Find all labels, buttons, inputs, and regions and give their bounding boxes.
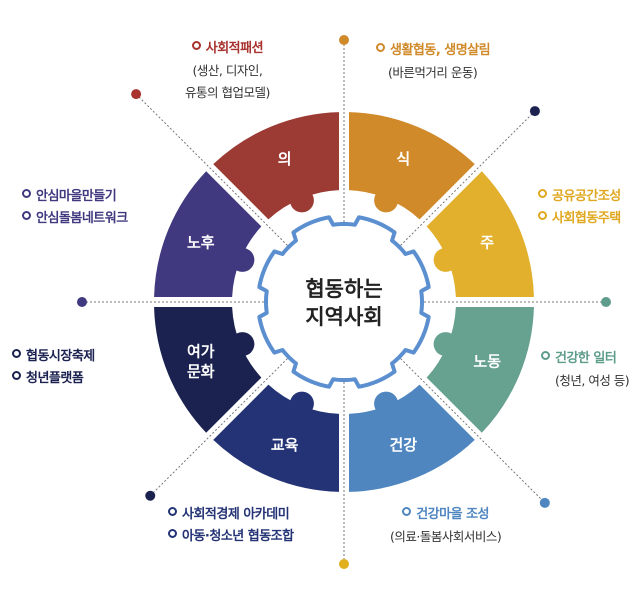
segment-label: 노동: [473, 352, 501, 370]
gear-tooth-bump: [230, 332, 255, 357]
bullet-icon: [12, 349, 21, 358]
connector-dot: [131, 89, 142, 100]
annotation-housing: 공유공간조성 사회협동주택: [538, 186, 621, 230]
segment-label: 식: [396, 150, 410, 168]
annotation-food: 생활협동, 생명살림 (바른먹거리 운동): [376, 40, 491, 84]
annotation-leisure: 협동시장축제 청년플랫폼: [12, 346, 95, 390]
gear-tooth-bump: [230, 247, 255, 272]
gear-tooth-bump: [289, 391, 314, 416]
gear-tooth-bump: [374, 391, 399, 416]
annotation-sub: (바른먹거리 운동): [388, 65, 478, 80]
segment-label: 노후: [187, 234, 215, 252]
annotation-item: 안심돌봄네트워크: [36, 211, 128, 226]
annotation-elderly: 안심마을만들기 안심돌봄네트워크: [22, 186, 128, 230]
annotation-clothing: 사회적패션 (생산, 디자인, 유통의 협업모델): [185, 38, 270, 104]
gear-tooth-bump: [433, 247, 458, 272]
connector-dot: [529, 106, 540, 117]
connector-dot: [77, 297, 87, 307]
connector-dot: [601, 297, 611, 307]
annotation-sub: 유통의 협업모델): [185, 85, 270, 100]
bullet-icon: [538, 211, 547, 220]
dashed-connector: [343, 301, 546, 504]
annotation-sub: (생산, 디자인,: [192, 63, 263, 78]
connector-dot: [539, 497, 550, 508]
segment-label: 교육: [271, 436, 299, 454]
annotation-title: 건강마을 조성: [416, 507, 490, 522]
annotation-sub: (청년, 여성 등): [555, 373, 630, 388]
annotation-item: 안심마을만들기: [36, 189, 117, 204]
segment-label: 건강: [390, 436, 418, 454]
gear-tooth-bump: [433, 332, 458, 357]
annotation-title: 건강한 일터: [555, 351, 617, 366]
annotation-item: 아동·청소년 협동조합: [182, 529, 294, 544]
connector-dot: [339, 35, 349, 45]
connector-dot: [145, 490, 156, 501]
bullet-icon: [376, 43, 385, 52]
connector-dot: [339, 559, 349, 569]
gear-tooth-bump: [374, 188, 399, 213]
bullet-icon: [538, 189, 547, 198]
bullet-icon: [402, 507, 412, 516]
annotation-health: 건강마을 조성 (의료·돌봄사회서비스): [390, 504, 502, 548]
annotation-education: 사회적경제 아카데미 아동·청소년 협동조합: [168, 504, 294, 548]
annotation-labor: 건강한 일터 (청년, 여성 등): [541, 348, 630, 392]
gear-tooth-bump: [289, 188, 314, 213]
bullet-icon: [22, 211, 31, 220]
annotation-item: 청년플랫폼: [26, 371, 84, 386]
annotation-title: 생활협동, 생명살림: [390, 43, 491, 58]
segment-label: 주: [480, 234, 494, 252]
segment-label: 의: [278, 150, 292, 168]
bullet-icon: [168, 529, 177, 538]
bullet-icon: [191, 41, 201, 50]
bullet-icon: [22, 189, 31, 198]
annotation-item: 협동시장축제: [26, 349, 95, 364]
annotation-item: 공유공간조성: [552, 189, 621, 204]
annotation-item: 사회협동주택: [552, 211, 621, 226]
annotation-item: 사회적경제 아카데미: [182, 507, 290, 522]
segment-label: 여가: [187, 342, 215, 360]
bullet-icon: [12, 371, 21, 380]
annotation-sub: (의료·돌봄사회서비스): [390, 529, 502, 544]
bullet-icon: [541, 351, 550, 360]
annotation-title: 사회적패션: [205, 41, 264, 56]
center-title-line2: 지역사회: [305, 305, 382, 329]
segment-label: 문화: [187, 362, 215, 380]
center-title-line1: 협동하는: [305, 277, 382, 301]
bullet-icon: [168, 507, 177, 516]
center-gear: [257, 215, 431, 389]
